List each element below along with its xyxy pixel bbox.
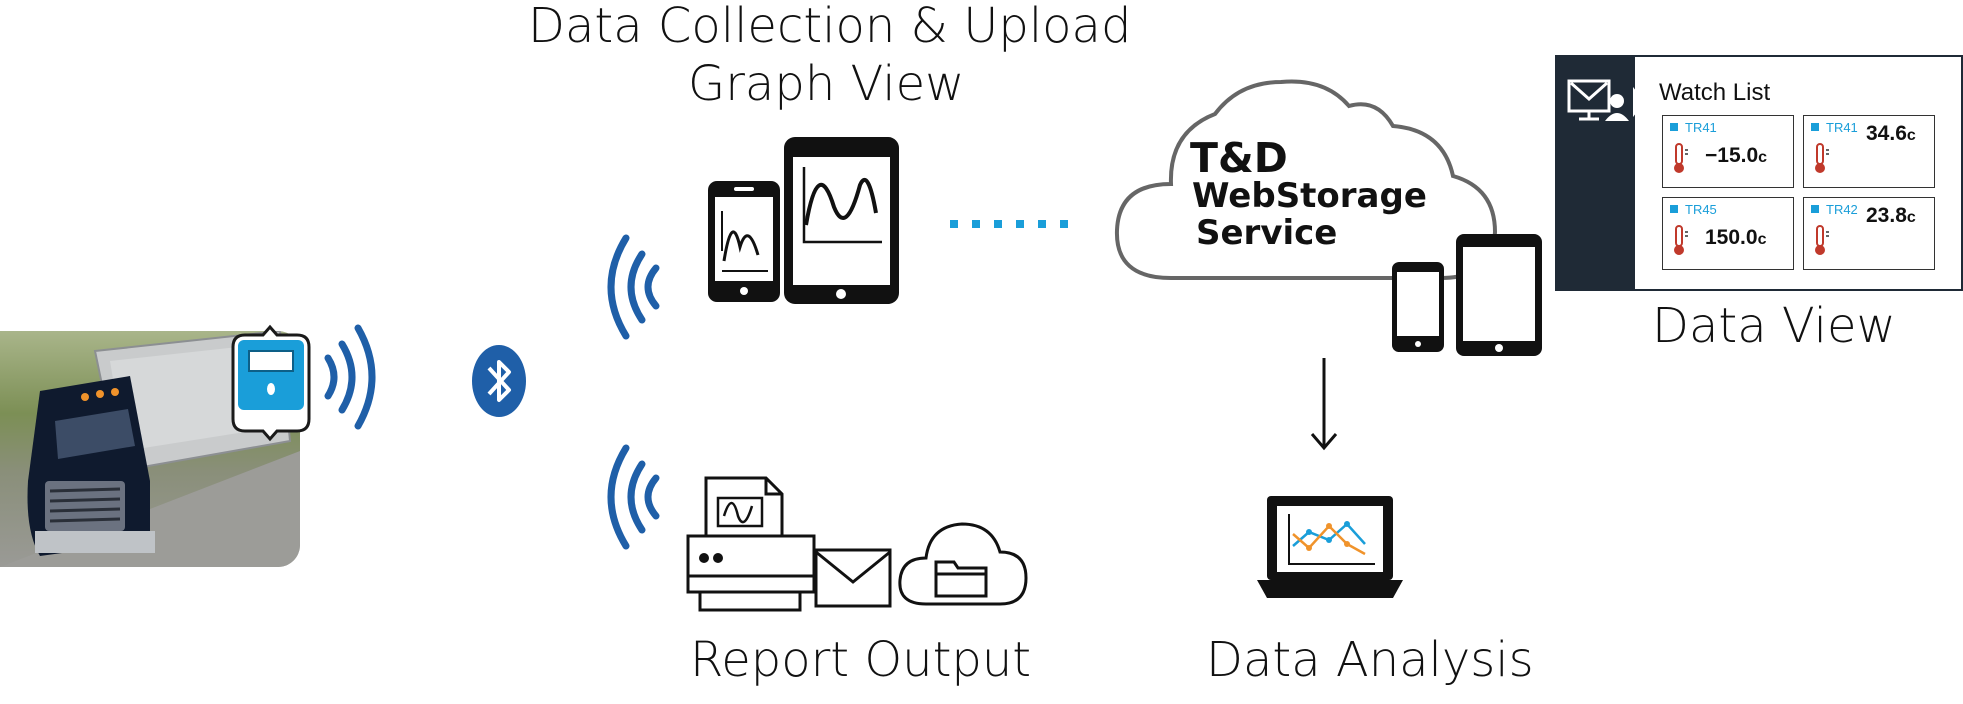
cloud-title-service: Service [1196,213,1338,253]
thermometer-icon [1815,143,1829,173]
tablet-icon [784,137,899,304]
watch-card[interactable]: TR42 23.8c [1803,197,1935,270]
watch-card-id: TR41 [1826,120,1858,135]
watch-card-value: 150.0c [1705,226,1766,250]
cloud-title-webstorage: WebStorage [1192,176,1427,216]
watch-card-number: 34.6 [1866,122,1907,145]
watch-card-value: 34.6c [1866,122,1916,146]
cloud-title-td: T&D [1190,134,1288,182]
bluetooth-icon [472,345,526,417]
watch-card-unit: c [1906,127,1916,144]
data-analysis-label: Data Analysis [1206,632,1534,688]
watch-card-value: 23.8c [1866,204,1916,228]
laptop-chart-icon [1257,496,1403,598]
channel-icon [1811,123,1819,131]
data-logger-icon [231,324,311,442]
watch-card-unit: c [1758,149,1768,166]
signal-waves-bottom-icon [607,444,660,550]
watch-card-id: TR41 [1685,120,1717,135]
thermometer-icon [1674,225,1688,255]
printer-icon [686,476,816,612]
watch-card-unit: c [1906,209,1916,226]
watch-card-unit: c [1757,231,1767,248]
signal-waves-icon [324,324,376,430]
watch-card[interactable]: TR41 34.6c [1803,115,1935,188]
data-collection-label: Data Collection & Upload [528,0,1132,54]
thermometer-icon [1674,143,1688,173]
connection-dots [950,220,1068,228]
watch-card-id: TR45 [1685,202,1717,217]
watch-card[interactable]: TR45 150.0c [1662,197,1794,270]
watch-card-number: 150.0 [1705,226,1758,249]
cloud-folder-icon [898,522,1028,606]
watch-list-panel: Watch List TR41 −15.0c TR41 34.6c TR45 [1555,55,1963,291]
cloud-tablet-icon [1456,234,1542,356]
watch-card-value: −15.0c [1705,144,1767,168]
smartphone-icon [708,181,780,302]
cloud-smartphone-icon [1392,262,1444,352]
panel-pointer [1633,87,1645,117]
down-arrow [1310,358,1338,451]
watch-card-number: 23.8 [1866,204,1907,227]
data-view-label: Data View [1652,298,1896,354]
cloud-icon [1114,79,1498,280]
watch-list-title: Watch List [1659,79,1771,106]
watch-card-id: TR42 [1826,202,1858,217]
watch-card-number: −15.0 [1705,144,1759,167]
report-output-label: Report Output [690,632,1032,688]
channel-icon [1670,205,1678,213]
watch-list-sidebar [1557,57,1645,289]
graph-view-label: Graph View [688,56,965,112]
monitor-user-icon [1567,79,1629,121]
channel-icon [1670,123,1678,131]
signal-waves-top-icon [607,234,660,340]
channel-icon [1811,205,1819,213]
envelope-icon [814,548,892,608]
thermometer-icon [1815,225,1829,255]
watch-card[interactable]: TR41 −15.0c [1662,115,1794,188]
